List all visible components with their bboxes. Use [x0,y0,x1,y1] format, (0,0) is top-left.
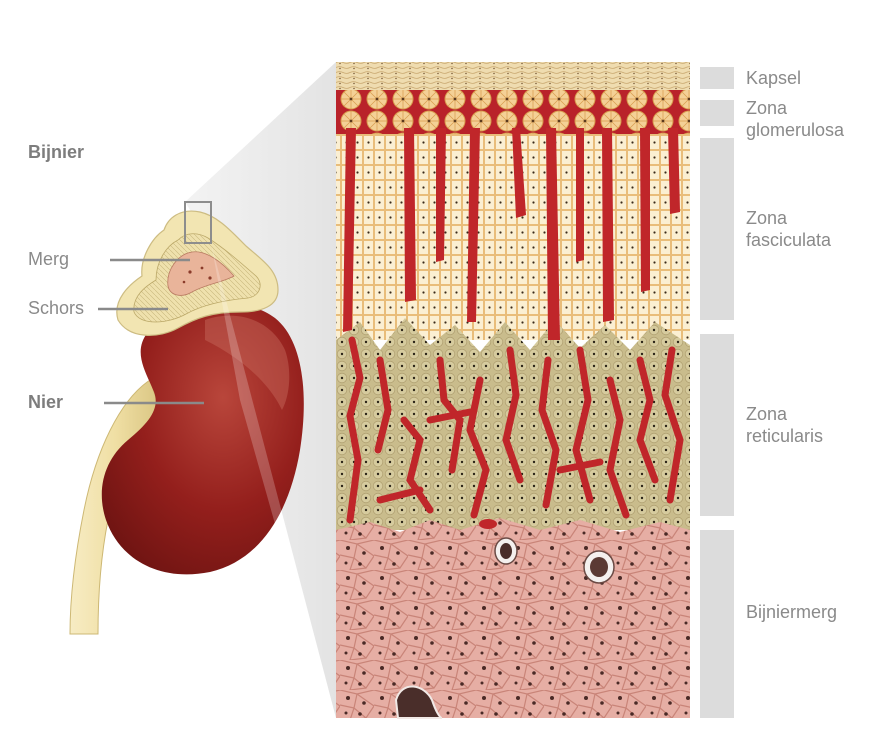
zone-label-line: reticularis [746,426,824,446]
reticularis-vessels [346,336,684,524]
fasciculata-sinusoids [343,128,680,340]
zone-label-line: fasciculata [746,230,832,250]
zone-label-capsule: Kapsel [746,67,801,89]
zone-bar-reticularis [700,334,734,516]
label-cortex: Schors [28,298,85,318]
label-adrenal: Bijnier [28,142,85,162]
medulla-vessels [394,519,615,719]
zone-label-line: glomerulosa [746,120,845,140]
magnification-box [184,201,212,244]
glomerulosa-layer [336,90,690,134]
zone-label-line: Zona [746,98,788,118]
zone-label-line: Zona [746,208,788,228]
zone-label-reticularis: Zona reticularis [746,403,823,447]
label-kidney: Nier [28,392,64,412]
tissue-column [336,62,690,719]
zone-label-line: Zona [746,404,788,424]
zone-bar-fasciculata [700,138,734,320]
zone-label-line: Kapsel [746,68,802,88]
zone-label-medulla: Bijniermerg [746,601,837,623]
adrenal-medulla [167,251,235,296]
zone-bar-medulla [700,530,734,718]
kidney-highlight [205,315,290,410]
zone-label-glomerulosa: Zona glomerulosa [746,97,844,141]
label-medulla: Merg [28,249,70,269]
zone-label-line: Bijniermerg [746,602,838,622]
zone-label-fasciculata: Zona fasciculata [746,207,831,251]
kidney [101,302,304,575]
zone-bar-capsule [700,67,734,89]
zone-bar-glomerulosa [700,100,734,126]
capsule-layer [336,62,690,90]
cone-overlay [211,243,336,740]
fasciculata-layer [336,134,690,340]
